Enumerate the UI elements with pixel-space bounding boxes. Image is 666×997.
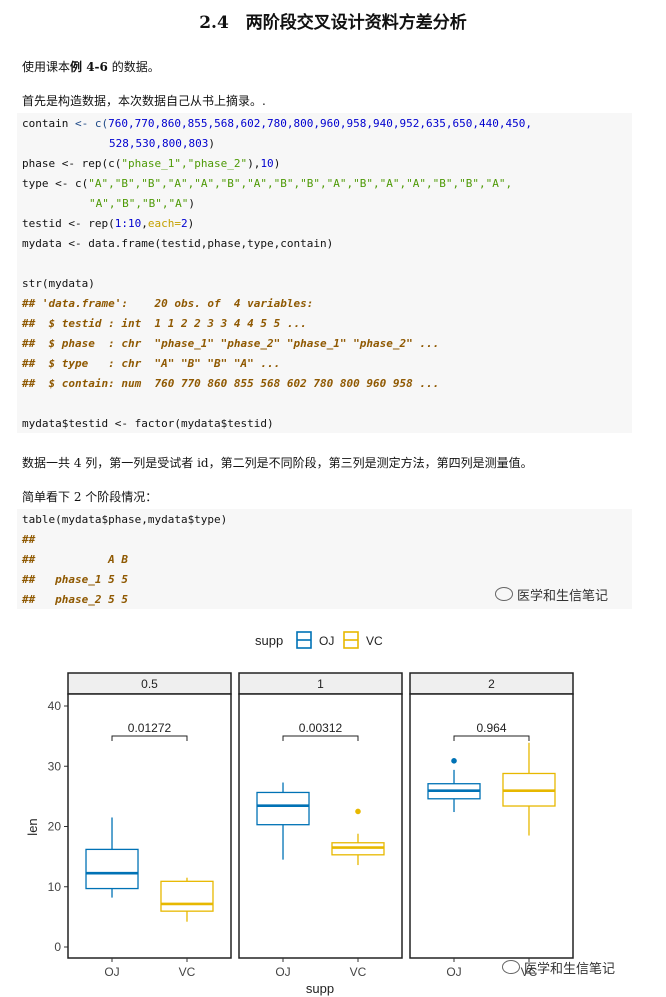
y-tick-label: 20 — [48, 820, 62, 834]
x-axis-title: supp — [306, 981, 334, 996]
facet-panel — [67, 693, 232, 959]
facet-panel — [238, 693, 403, 959]
legend-label-oj: OJ — [319, 634, 334, 648]
x-tick-label: OJ — [104, 965, 119, 979]
section-title: 2.4 两阶段交叉设计资料方差分析 — [199, 13, 467, 33]
x-tick-label: OJ — [446, 965, 461, 979]
significance-bracket — [453, 735, 530, 741]
legend-label-vc: VC — [366, 634, 383, 648]
watermark-2: 医学和生信笔记 — [502, 958, 615, 977]
p-value-label: 0.00312 — [299, 721, 343, 735]
x-tick-label: VC — [179, 965, 196, 979]
y-axis-title: len — [25, 818, 40, 835]
x-tick-label: VC — [350, 965, 367, 979]
summary-paragraph: 简单看下 2 个阶段情况： — [22, 490, 158, 504]
facet-label: 1 — [317, 677, 324, 691]
y-tick-label: 0 — [54, 940, 61, 954]
p-value-label: 0.964 — [476, 721, 506, 735]
y-tick-label: 30 — [48, 759, 62, 773]
intro-paragraph: 使用课本例 4-6 的数据。 — [22, 60, 160, 74]
watermark-1: 医学和生信笔记 — [495, 585, 608, 604]
intro-paragraph-2: 首先是构造数据，本次数据自己从书上摘录。. — [22, 94, 266, 108]
legend-title: supp — [255, 633, 283, 648]
outlier-point — [451, 758, 457, 764]
y-tick-label: 40 — [48, 699, 62, 713]
box-vc — [160, 880, 214, 912]
facet-label: 2 — [488, 677, 495, 691]
x-tick-label: VC — [521, 965, 538, 979]
code-block-2: table(mydata$phase,mydata$type) ## ## A … — [17, 509, 632, 609]
box-oj — [85, 848, 139, 890]
p-value-label: 0.01272 — [128, 721, 172, 735]
x-tick-label: OJ — [275, 965, 290, 979]
wechat-icon — [495, 587, 513, 601]
box-oj — [256, 791, 310, 826]
wechat-icon — [502, 960, 520, 974]
significance-bracket — [282, 735, 359, 741]
significance-bracket — [111, 735, 188, 741]
description-paragraph: 数据一共 4 列，第一列是受试者 id，第二列是不同阶段，第三列是测定方法，第四… — [22, 456, 533, 470]
code-block-1: contain <- c(760,770,860,855,568,602,780… — [17, 113, 632, 433]
facet-label: 0.5 — [141, 677, 158, 691]
y-tick-label: 10 — [48, 880, 62, 894]
outlier-point — [355, 808, 361, 815]
facet-panel — [409, 693, 574, 959]
